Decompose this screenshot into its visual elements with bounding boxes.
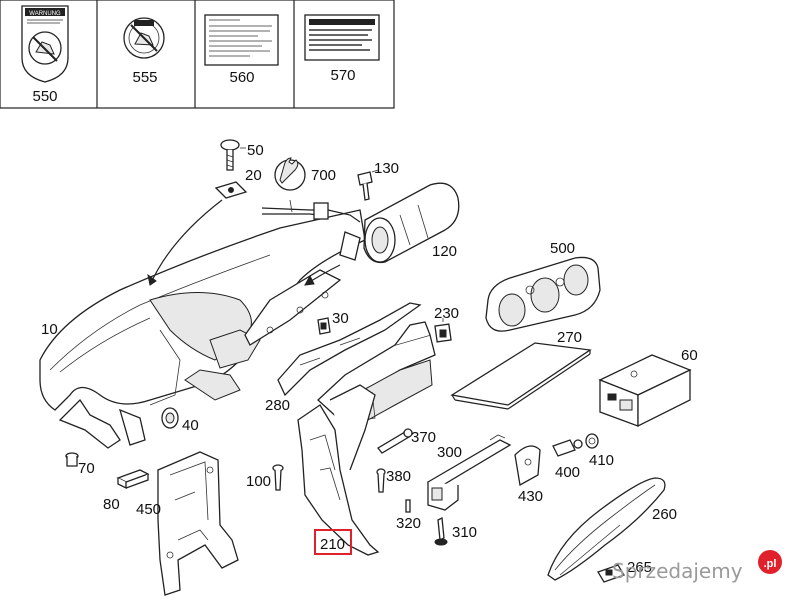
bracket-part-450	[157, 451, 239, 596]
damper-part-430	[514, 445, 541, 487]
label-300: 300	[437, 444, 462, 461]
cover-part-260	[547, 477, 666, 581]
table-label-550: 550	[32, 88, 57, 105]
airbag-off-sticker-icon	[123, 17, 165, 59]
latch-part-300	[426, 434, 512, 511]
label-280: 280	[265, 397, 290, 414]
label-230: 230	[434, 305, 459, 322]
label-500: 500	[550, 240, 575, 257]
ring-part-410	[585, 433, 599, 449]
label-20: 20	[245, 167, 262, 184]
airbag-module-part-120	[339, 182, 460, 264]
panel-part-270	[450, 342, 592, 410]
wrench-icon	[274, 157, 306, 191]
label-430: 430	[518, 488, 543, 505]
clip-part-230	[434, 323, 452, 343]
label-320: 320	[396, 515, 421, 532]
watermark-badge-icon	[758, 550, 782, 574]
grommet-part-40	[161, 407, 179, 429]
label-380: 380	[386, 468, 411, 485]
table-label-555: 555	[132, 69, 157, 86]
label-40: 40	[182, 417, 199, 434]
clip-part-265	[597, 564, 625, 583]
connector-part-400	[552, 439, 583, 457]
instrument-cluster-frame-part-500	[485, 256, 601, 332]
info-sticker-icon	[204, 14, 279, 66]
control-unit-part-60	[598, 354, 692, 428]
clip-part-30	[317, 317, 331, 335]
pad-part-80	[116, 469, 150, 490]
warning-sticker-title: WARNUNG	[29, 11, 61, 17]
label-100: 100	[246, 473, 271, 490]
watermark-suffix: .pl	[764, 558, 777, 570]
label-265: 265	[627, 559, 652, 576]
label-60: 60	[681, 347, 698, 364]
side-panel-part-210	[297, 384, 380, 556]
dashboard-part-10	[39, 209, 366, 449]
label-210: 210	[320, 536, 345, 553]
label-370: 370	[411, 429, 436, 446]
highlight-box-210	[314, 529, 352, 555]
label-400: 400	[555, 464, 580, 481]
watermark-text: Sprzedajemy	[612, 559, 743, 583]
screw-part-130	[357, 171, 373, 201]
notice-sticker-icon	[304, 14, 380, 61]
trim-part-280	[277, 302, 422, 397]
screw-part-100	[272, 464, 284, 491]
label-450: 450	[136, 501, 161, 518]
label-70: 70	[78, 460, 95, 477]
label-50: 50	[247, 142, 264, 159]
label-80: 80	[103, 496, 120, 513]
table-label-570: 570	[330, 67, 355, 84]
plug-part-70	[65, 452, 79, 467]
label-310: 310	[452, 524, 477, 541]
arrow-head-20	[147, 273, 157, 286]
label-30: 30	[332, 310, 349, 327]
wiring-part-700	[261, 199, 361, 223]
screw-part-50	[220, 139, 240, 171]
label-410: 410	[589, 452, 614, 469]
clip-part-20	[214, 181, 248, 199]
screw-part-310	[434, 516, 448, 546]
arrow-head-120	[304, 274, 315, 286]
watermark: Sprzedajemy .pl	[612, 550, 782, 583]
label-270: 270	[557, 329, 582, 346]
warning-sticker-icon: WARNUNG	[21, 5, 69, 83]
label-10: 10	[41, 321, 58, 338]
screw-part-380	[376, 468, 386, 493]
label-260: 260	[652, 506, 677, 523]
label-120: 120	[432, 243, 457, 260]
bolt-part-370	[377, 428, 413, 454]
label-130: 130	[374, 160, 399, 177]
arrow-20	[149, 199, 223, 286]
pin-part-320	[405, 499, 411, 513]
label-700: 700	[311, 167, 336, 184]
label-table: WARNUNG 550 555 56	[0, 0, 395, 109]
table-label-560: 560	[229, 69, 254, 86]
